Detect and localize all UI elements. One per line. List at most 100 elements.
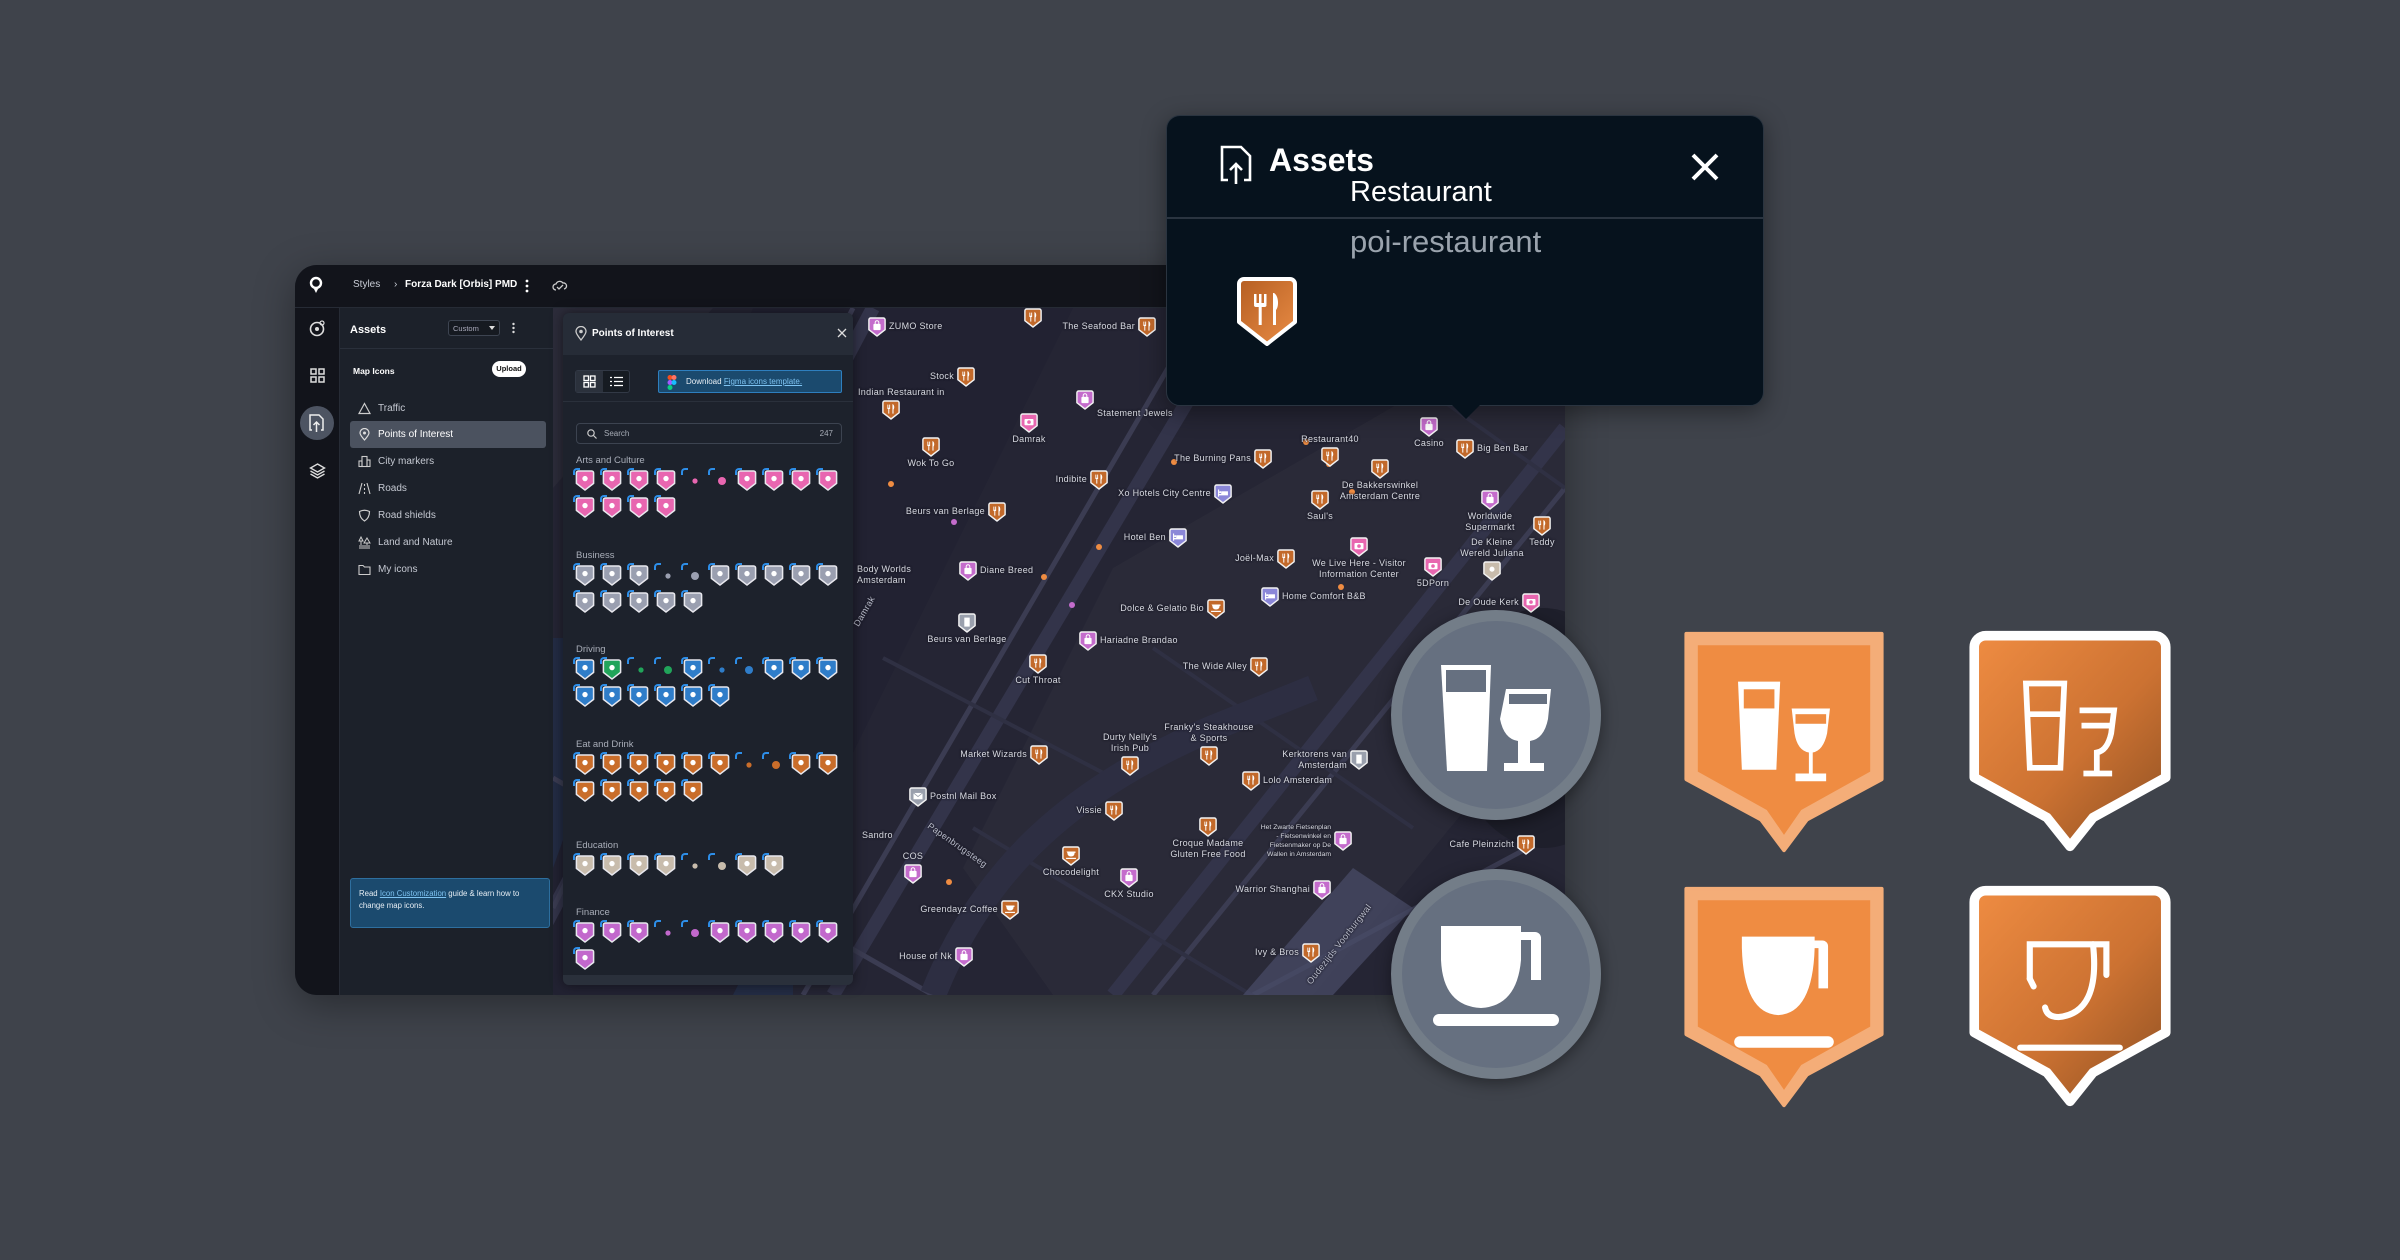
poi-icon-pin[interactable] (627, 468, 649, 491)
poi-icon-dot-green[interactable] (627, 657, 649, 679)
poi-marker-restaurant[interactable] (1321, 447, 1339, 467)
poi-icon-pin[interactable] (600, 779, 622, 802)
poi-icon-pin[interactable] (816, 468, 838, 491)
poi-marker-shop[interactable] (1076, 390, 1094, 410)
poi-marker-attraction[interactable] (1020, 413, 1038, 433)
poi-icon-dot[interactable] (681, 468, 703, 490)
poi-marker-hotel[interactable] (1214, 484, 1232, 504)
poi-icon-dot-lg[interactable] (735, 657, 757, 679)
poi-icon-pin[interactable] (681, 779, 703, 802)
poi-marker-restaurant[interactable] (1311, 490, 1329, 510)
poi-dot[interactable] (1170, 458, 1178, 466)
poi-icon-dot[interactable] (681, 853, 703, 875)
poi-dot[interactable] (1040, 573, 1048, 581)
poi-dot[interactable] (945, 878, 953, 886)
poi-icon-pin[interactable] (789, 563, 811, 586)
poi-icon-pin[interactable] (627, 495, 649, 518)
poi-marker-shop[interactable] (1481, 490, 1499, 510)
icon-customization-link[interactable]: Icon Customization (379, 889, 447, 898)
poi-dot[interactable] (950, 518, 958, 526)
poi-marker-restaurant[interactable] (1371, 459, 1389, 479)
poi-marker-restaurant[interactable] (1200, 746, 1218, 766)
poi-marker-building[interactable] (1350, 750, 1368, 770)
sidebar-item-roads[interactable]: Roads (350, 475, 546, 502)
poi-icon-pin[interactable] (654, 684, 676, 707)
poi-marker-restaurant[interactable] (1254, 449, 1272, 469)
poi-icon-pin[interactable] (816, 657, 838, 680)
search-input[interactable]: Search 247 (576, 423, 842, 444)
poi-icon-pin[interactable] (762, 563, 784, 586)
figma-template-link[interactable]: Figma icons template. (723, 377, 803, 386)
poi-marker-restaurant[interactable] (988, 502, 1006, 522)
poi-marker-hotel[interactable] (1261, 587, 1279, 607)
poi-marker-mail[interactable] (909, 787, 927, 807)
poi-icon-pin[interactable] (789, 468, 811, 491)
grid-view-button[interactable] (576, 371, 603, 392)
poi-marker-cafe[interactable] (1207, 599, 1225, 619)
poi-marker-restaurant[interactable] (1105, 801, 1123, 821)
poi-icon-pin[interactable] (762, 468, 784, 491)
poi-icon-pin[interactable] (573, 684, 595, 707)
poi-icon-pin[interactable] (789, 920, 811, 943)
poi-icon-pin[interactable] (573, 563, 595, 586)
poi-icon-pin[interactable] (573, 853, 595, 876)
sidebar-item-traffic[interactable]: Traffic (350, 395, 546, 422)
poi-icon-pin[interactable] (816, 920, 838, 943)
poi-icon-pin[interactable] (573, 779, 595, 802)
poi-icon-dot-lg[interactable] (681, 563, 703, 585)
poi-marker-attraction[interactable] (1424, 557, 1442, 577)
poi-icon-dot-lg[interactable] (708, 468, 730, 490)
poi-marker-restaurant[interactable] (957, 367, 975, 387)
poi-icon-pin[interactable] (789, 657, 811, 680)
poi-marker-cafe[interactable] (1062, 846, 1080, 866)
poi-icon-pin[interactable] (627, 752, 649, 775)
poi-marker-building[interactable] (958, 613, 976, 633)
poi-marker-restaurant[interactable] (1277, 549, 1295, 569)
poi-icon-dot[interactable] (708, 657, 730, 679)
poi-marker-shop[interactable] (1313, 880, 1331, 900)
close-icon[interactable] (1690, 152, 1720, 182)
poi-marker-restaurant[interactable] (1029, 654, 1047, 674)
sidebar-item-land-and-nature[interactable]: Land and Nature (350, 529, 546, 556)
poi-icon-pin[interactable] (789, 752, 811, 775)
poi-marker-restaurant[interactable] (1138, 317, 1156, 337)
poi-icon-pin[interactable] (735, 468, 757, 491)
poi-marker-restaurant[interactable] (1024, 308, 1042, 328)
poi-icon-dot[interactable] (654, 563, 676, 585)
poi-icon-pin[interactable] (681, 657, 703, 680)
poi-marker-shop[interactable] (1420, 417, 1438, 437)
list-view-button[interactable] (603, 371, 630, 392)
poi-marker-shop[interactable] (959, 561, 977, 581)
poi-marker-attraction[interactable] (1350, 537, 1368, 557)
poi-icon-dot-lg[interactable] (708, 853, 730, 875)
poi-marker-restaurant[interactable] (922, 437, 940, 457)
poi-marker-restaurant[interactable] (1302, 943, 1320, 963)
assets-rail-button[interactable] (300, 406, 334, 440)
poi-icon-pin[interactable] (573, 920, 595, 943)
sidebar-item-city-markers[interactable]: City markers (350, 448, 546, 475)
poi-icon-pin[interactable] (627, 563, 649, 586)
poi-marker-hotel[interactable] (1169, 528, 1187, 548)
poi-dot[interactable] (887, 480, 895, 488)
poi-marker-cafe[interactable] (1001, 900, 1019, 920)
poi-icon-pin[interactable] (627, 853, 649, 876)
target-icon[interactable] (307, 318, 328, 339)
grid-icon[interactable] (307, 365, 328, 386)
poi-icon-pin[interactable] (600, 590, 622, 613)
poi-icon-pin[interactable] (654, 779, 676, 802)
breadcrumb-styles[interactable]: Styles (353, 279, 381, 290)
poi-icon-pin[interactable] (600, 853, 622, 876)
poi-icon-dot-lg[interactable] (762, 752, 784, 774)
poi-icon-pin[interactable] (762, 920, 784, 943)
poi-marker-shop[interactable] (1334, 831, 1352, 851)
poi-dot[interactable] (1302, 438, 1310, 446)
logo-pin-icon[interactable] (308, 276, 324, 296)
poi-icon-dot[interactable] (654, 920, 676, 942)
poi-icon-dot-lg-green[interactable] (654, 657, 676, 679)
upload-button[interactable]: Upload (492, 361, 526, 377)
poi-icon-pin[interactable] (627, 684, 649, 707)
poi-marker-restaurant[interactable] (1121, 756, 1139, 776)
poi-icon-pin[interactable] (600, 920, 622, 943)
poi-icon-pin[interactable] (600, 495, 622, 518)
poi-marker-restaurant[interactable] (1250, 657, 1268, 677)
